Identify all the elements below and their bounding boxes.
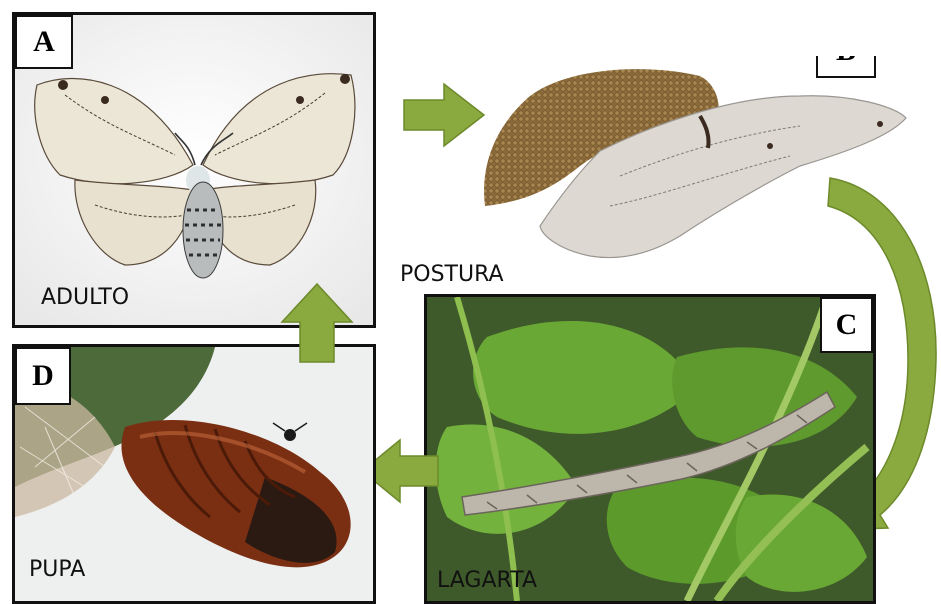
stage-label-adult: ADULTO (41, 285, 129, 310)
arrow-up-icon (280, 282, 354, 364)
panel-letter-d: D (15, 347, 71, 405)
panel-letter-c: C (820, 297, 873, 353)
stage-label-egg-laying: POSTURA (400, 262, 504, 287)
stage-label-pupa: PUPA (29, 557, 85, 582)
panel-larva: C LAGARTA (424, 294, 876, 604)
stage-label-larva: LAGARTA (437, 568, 537, 593)
larva-image (427, 297, 873, 601)
panel-pupa: D PUPA (12, 344, 376, 604)
panel-letter-a: A (15, 15, 73, 69)
panel-letter-b: B (816, 56, 876, 78)
panel-adult: A ADULTO (12, 12, 376, 328)
